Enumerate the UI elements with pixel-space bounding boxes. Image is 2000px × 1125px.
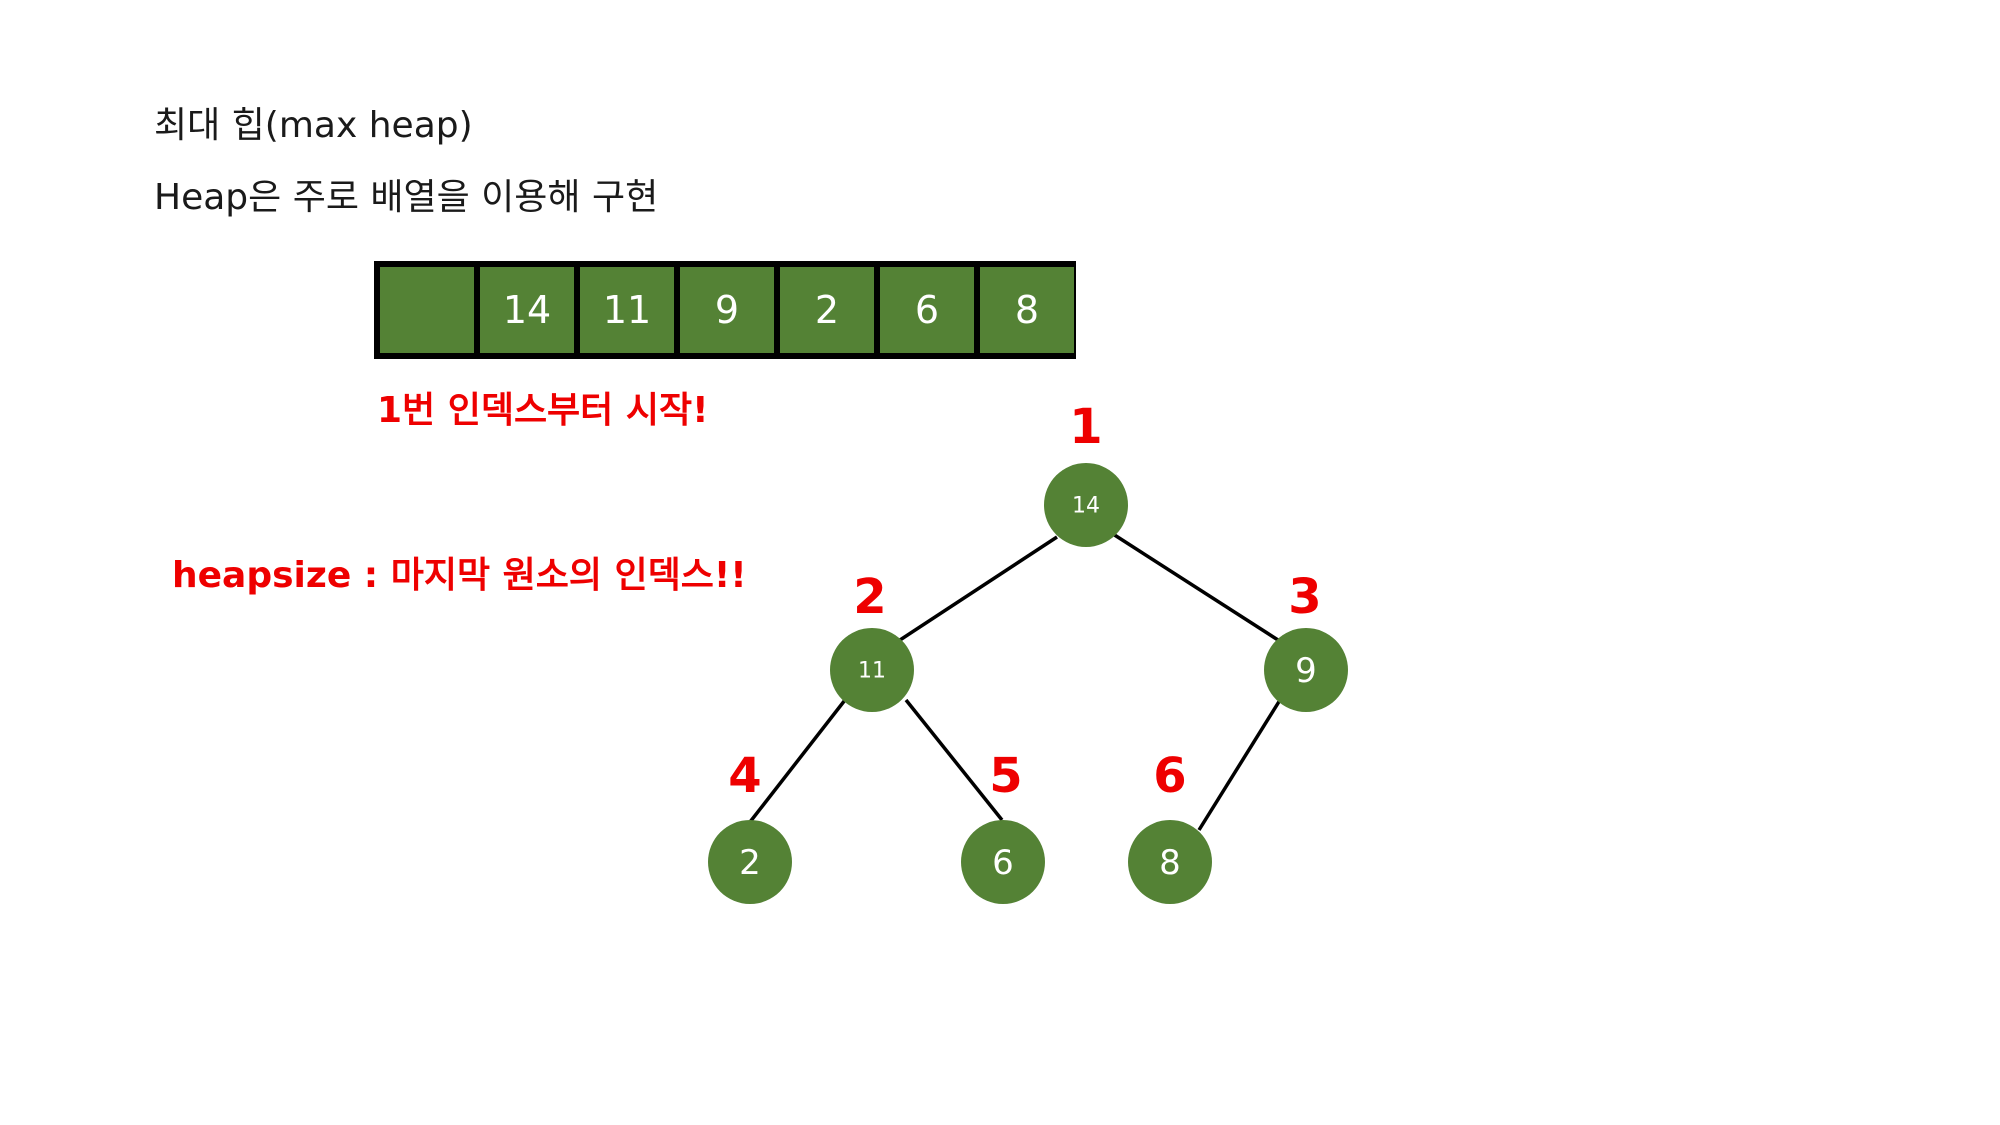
heap-array: 14 11 9 2 6 8 [374,261,1076,359]
node-value: 2 [739,843,761,883]
node-value: 6 [992,843,1014,883]
tree-node [830,628,914,712]
edge-1-3 [1112,532,1279,642]
node-value: 8 [1159,843,1181,883]
array-cell-4: 2 [780,267,874,353]
array-cell-1: 14 [480,267,574,353]
node-index-label: 6 [1153,748,1186,804]
array-cell-6: 8 [980,267,1074,353]
tree-node [961,820,1045,904]
node-value: 9 [1295,651,1317,691]
edge-3-6 [1197,699,1282,831]
tree-node [708,820,792,904]
heapsize-note: heapsize : 마지막 원소의 인덱스!! [172,555,747,596]
heading-max-heap: 최대 힙(max heap) [154,105,473,146]
array-cell-5: 6 [880,267,974,353]
node-value: 14 [1072,494,1100,519]
node-index-label: 5 [989,748,1022,804]
edge-1-2 [899,535,1058,642]
node-index-label: 2 [853,569,886,625]
edge-2-4 [748,698,847,824]
array-cell-0 [380,267,474,353]
tree-node [1044,463,1128,547]
node-index-label: 1 [1069,399,1102,455]
array-cell-2: 11 [580,267,674,353]
node-index-label: 3 [1288,569,1321,625]
tree-node [1264,628,1348,712]
node-index-label: 4 [728,748,761,804]
node-value: 11 [858,659,886,684]
edge-2-5 [904,698,1004,822]
heading-array-implementation: Heap은 주로 배열을 이용해 구현 [154,177,659,218]
array-cell-3: 9 [680,267,774,353]
tree-node [1128,820,1212,904]
start-index-note: 1번 인덱스부터 시작! [377,390,709,431]
